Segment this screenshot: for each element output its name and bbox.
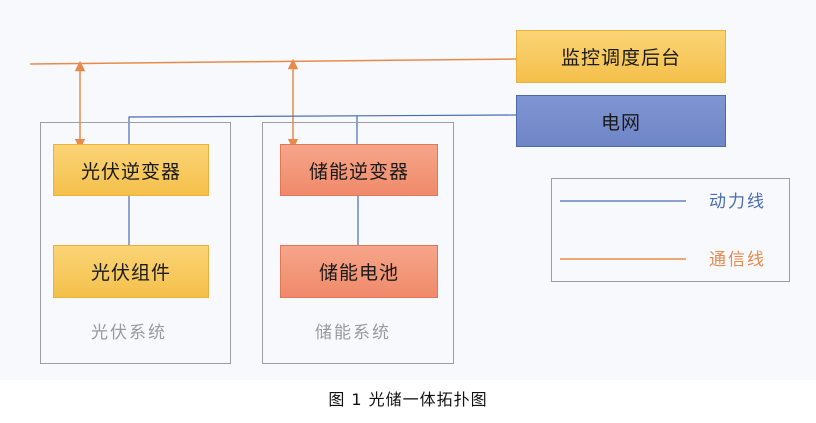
- storage-system-label: 储能系统: [315, 323, 391, 343]
- connection-lines: [29, 58, 517, 245]
- topology-diagram: 光伏系统 储能系统 监控调度后台 电网 光伏逆变器 光伏组件 储能逆变器 储能电…: [29, 30, 790, 364]
- power-bus-line: [128, 114, 517, 144]
- pv-module-node: 光伏组件: [53, 245, 209, 298]
- monitor-backend-node: 监控调度后台: [516, 30, 726, 83]
- comm-bus-line: [29, 58, 517, 65]
- legend-box: 动力线 通信线: [551, 178, 790, 282]
- pv-system-label: 光伏系统: [91, 323, 167, 343]
- storage-battery-node: 储能电池: [280, 245, 438, 298]
- figure-caption: 图 1 光储一体拓扑图: [328, 390, 488, 409]
- grid-node: 电网: [516, 95, 726, 147]
- legend-power-label: 动力线: [709, 192, 766, 212]
- legend-comm-label: 通信线: [709, 250, 766, 270]
- storage-inverter-node: 储能逆变器: [280, 144, 438, 196]
- pv-system-group: [40, 122, 231, 364]
- pv-inverter-node: 光伏逆变器: [53, 144, 209, 196]
- storage-system-group: [262, 122, 454, 364]
